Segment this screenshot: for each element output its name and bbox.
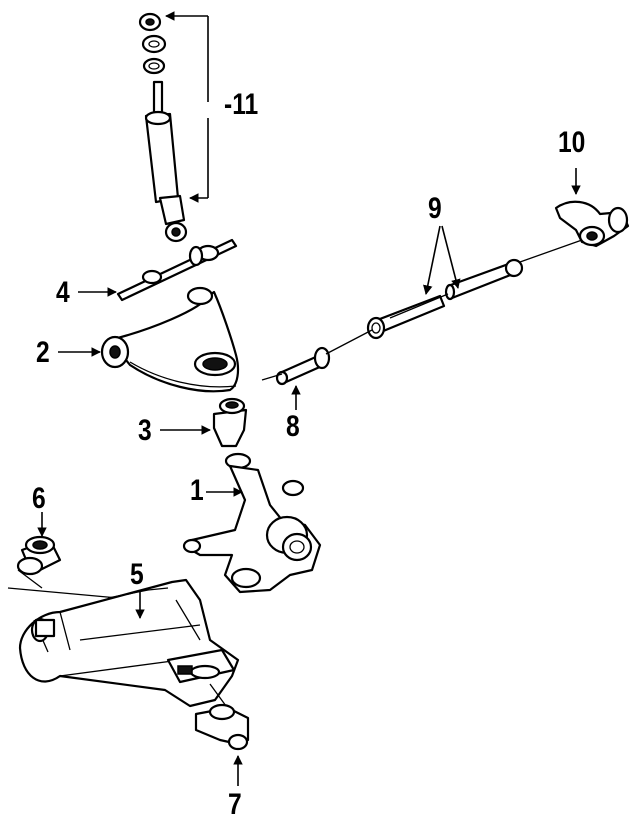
callout-11: -11	[224, 88, 259, 121]
bolt[interactable]	[275, 346, 331, 386]
callout-4: 4	[56, 276, 70, 309]
callout-7: 7	[228, 788, 242, 821]
callout-1: 1	[190, 474, 204, 507]
lower-control-arm[interactable]	[18, 578, 240, 708]
bushing[interactable]	[7, 535, 119, 599]
strut-rod-bracket[interactable]	[554, 200, 630, 248]
callout-8: 8	[286, 410, 300, 443]
steering-knuckle[interactable]	[182, 452, 322, 594]
leader-lines	[37, 11, 581, 786]
upper-control-arm[interactable]	[100, 286, 240, 393]
upper-ball-joint[interactable]	[212, 397, 248, 448]
callout-5: 5	[130, 558, 144, 591]
lower-ball-joint[interactable]	[194, 683, 250, 751]
callout-2: 2	[36, 336, 50, 369]
assembly-lines	[107, 239, 583, 599]
stabilizer-link[interactable]	[116, 238, 238, 302]
strut-rod[interactable]	[366, 258, 524, 340]
callout-10: 10	[558, 126, 586, 159]
callout-9: 9	[428, 192, 442, 225]
callout-6: 6	[32, 482, 46, 515]
callout-3: 3	[138, 414, 152, 447]
shock-absorber[interactable]	[138, 12, 188, 243]
